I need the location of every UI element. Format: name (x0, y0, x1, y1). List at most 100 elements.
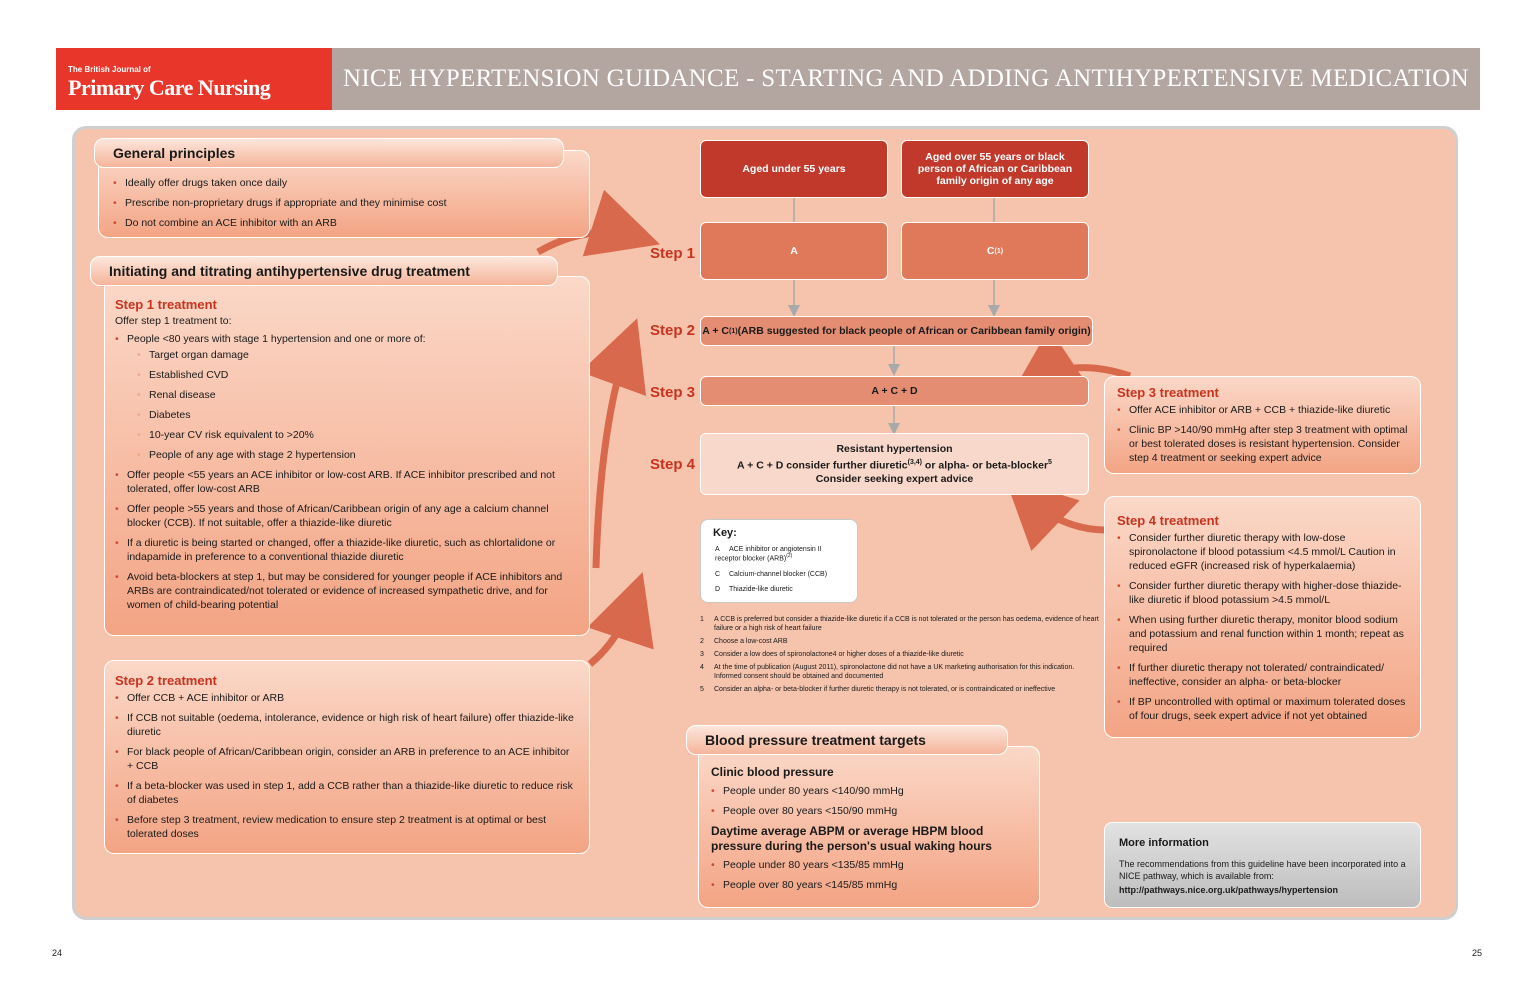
step1-sub-list: Target organ damage Established CVD Rena… (127, 348, 577, 462)
list-item: Consider further diuretic therapy with h… (1117, 579, 1408, 607)
sub-item: People of any age with stage 2 hypertens… (127, 448, 577, 462)
sub-item: 10-year CV risk equivalent to >20% (127, 428, 577, 442)
more-info-title: More information (1119, 837, 1209, 849)
step1-treatment-panel: Step 1 treatment Offer step 1 treatment … (104, 276, 590, 636)
step1-label: Step 1 (650, 245, 696, 262)
more-info-text: The recommendations from this guideline … (1119, 859, 1406, 881)
list-item: If a beta-blocker was used in step 1, ad… (115, 779, 577, 807)
footnote: 2 Choose a low-cost ARB (700, 637, 1100, 646)
list-item: Prescribe non-proprietary drugs if appro… (113, 196, 447, 210)
list-item: Consider further diuretic therapy with l… (1117, 531, 1408, 573)
step3-box: A + C + D (700, 376, 1089, 406)
step4-line3: Consider seeking expert advice (815, 473, 974, 486)
more-info-box: More information The recommendations fro… (1104, 822, 1421, 908)
bp-targets-title: Blood pressure treatment targets (686, 725, 1008, 755)
sub-item: Diabetes (127, 408, 577, 422)
page-title: NICE HYPERTENSION GUIDANCE - STARTING AN… (332, 48, 1480, 110)
footnote: 1 A CCB is preferred but consider a thiaz… (700, 615, 1100, 633)
box-c-text: C (986, 245, 995, 257)
key-letter: D (715, 586, 721, 593)
step1-box-a: A (700, 222, 888, 280)
age-over-55-box: Aged over 55 years or black person of Af… (901, 140, 1089, 198)
page-number-left: 24 (52, 948, 63, 958)
key-row-d: D Thiazide-like diuretic (715, 586, 793, 593)
box-c-sup: (1) (994, 247, 1004, 255)
step2-box: A + C(1) (ARB suggested for black people… (700, 316, 1093, 346)
sub-item: Target organ damage (127, 348, 577, 362)
footnote-text: Consider a low does of spironolactone4 o… (714, 651, 964, 658)
page-number-right: 25 (1472, 948, 1483, 958)
step3-treatment-title: Step 3 treatment (1117, 385, 1219, 400)
list-item: If a diuretic is being started or change… (115, 536, 577, 564)
more-info-link[interactable]: http://pathways.nice.org.uk/pathways/hyp… (1119, 885, 1339, 895)
step2-box-text-b: (ARB suggested for black people of Afric… (737, 325, 1091, 337)
key-sup: (2) (786, 553, 793, 559)
key-text: Thiazide-like diuretic (729, 586, 793, 593)
general-principles-title: General principles (94, 138, 564, 168)
initiating-title: Initiating and titrating antihypertensiv… (90, 256, 558, 286)
key-row-c: C Calcium-channel blocker (CCB) (715, 571, 827, 578)
step4-treatment-panel: Step 4 treatment Consider further diuret… (1104, 496, 1421, 738)
general-principles-list: Ideally offer drugs taken once daily Pre… (113, 176, 447, 236)
step2-label: Step 2 (650, 322, 696, 339)
footnote-number: 1 (700, 616, 704, 623)
clinic-bp-list: People under 80 years <140/90 mmHg Peopl… (711, 784, 1027, 818)
sub-item: Established CVD (127, 368, 577, 382)
footnote-text: Choose a low-cost ARB (714, 638, 788, 645)
step1-treatment-title: Step 1 treatment (115, 297, 217, 312)
footnotes: 1 A CCB is preferred but consider a thiaz… (700, 615, 1100, 698)
list-item: Avoid beta-blockers at step 1, but may b… (115, 570, 577, 612)
step1-box-c: C(1) (901, 222, 1089, 280)
step4-box: Resistant hypertension A + C + D conside… (700, 433, 1089, 495)
list-item: People over 80 years <150/90 mmHg (711, 804, 1027, 818)
step1-list: People <80 years with stage 1 hypertensi… (115, 332, 577, 612)
list-item: When using further diuretic therapy, mon… (1117, 613, 1408, 655)
age-under-55-box: Aged under 55 years (700, 140, 888, 198)
step2-list: Offer CCB + ACE inhibitor or ARB If CCB … (115, 691, 577, 841)
step2-box-text-a: A + C (702, 325, 729, 337)
step3-treatment-list: Offer ACE inhibitor or ARB + CCB + thiaz… (1117, 403, 1408, 465)
footnote: 4 At the time of publication (August 2011… (700, 663, 1100, 681)
list-item: People under 80 years <140/90 mmHg (711, 784, 1027, 798)
list-item-text: People <80 years with stage 1 hypertensi… (127, 333, 426, 345)
footnote-text: At the time of publication (August 2011)… (714, 664, 1075, 680)
step3-treatment-panel: Step 3 treatment Offer ACE inhibitor or … (1104, 376, 1421, 474)
list-item: For black people of African/Caribbean or… (115, 745, 577, 773)
step4-line2: A + C + D consider further diuretic(3,4)… (737, 456, 1052, 473)
bp-targets-panel: Clinic blood pressure People under 80 ye… (698, 746, 1040, 908)
step4-line1: Resistant hypertension (836, 442, 953, 455)
step4-treatment-title: Step 4 treatment (1117, 513, 1219, 528)
footnote-text: A CCB is preferred but consider a thiazi… (714, 616, 1099, 632)
footnote-number: 3 (700, 651, 704, 658)
footnote-number: 5 (700, 686, 704, 693)
key-text: Calcium-channel blocker (CCB) (729, 571, 828, 578)
step3-label: Step 3 (650, 384, 696, 401)
step2-box-sup: (1) (729, 327, 738, 335)
step4-line2-a: A + C + D consider further diuretic (737, 459, 908, 472)
footnote: 3 Consider a low does of spironolactone4 … (700, 650, 1100, 659)
logo-small-text: The British Journal of (68, 65, 151, 74)
list-item: If further diuretic therapy not tolerate… (1117, 661, 1408, 689)
step1-intro: Offer step 1 treatment to: (115, 315, 232, 327)
list-item: Offer ACE inhibitor or ARB + CCB + thiaz… (1117, 403, 1408, 417)
footnote-number: 2 (700, 638, 704, 645)
clinic-bp-title: Clinic blood pressure (711, 765, 834, 779)
list-item: Do not combine an ACE inhibitor with an … (113, 216, 447, 230)
list-item: People over 80 years <145/85 mmHg (711, 878, 1027, 892)
key-letter: C (715, 571, 721, 578)
abpm-title: Daytime average ABPM or average HBPM blo… (711, 824, 992, 853)
list-item: People <80 years with stage 1 hypertensi… (115, 332, 577, 462)
journal-logo: The British Journal of Primary Care Nurs… (56, 48, 332, 110)
list-item: Before step 3 treatment, review medicati… (115, 813, 577, 841)
step4-line2-b: or alpha- or beta-blocker (922, 459, 1049, 472)
list-item: If CCB not suitable (oedema, intolerance… (115, 711, 577, 739)
list-item: Ideally offer drugs taken once daily (113, 176, 447, 190)
sub-item: Renal disease (127, 388, 577, 402)
step4-sup2: 5 (1048, 458, 1052, 466)
step4-sup1: (3,4) (907, 458, 923, 466)
footnote-number: 4 (700, 664, 704, 671)
step2-treatment-title: Step 2 treatment (115, 673, 217, 688)
key-title: Key: (713, 527, 737, 539)
